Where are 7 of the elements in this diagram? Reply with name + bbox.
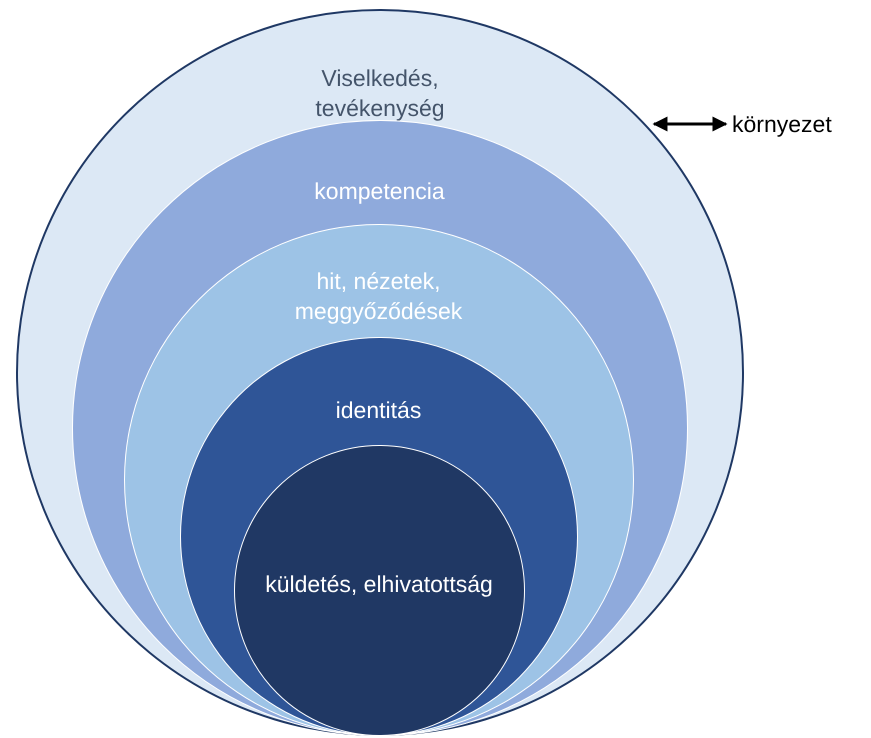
layer-label: hit, nézetek, meggyőződések [294,266,464,326]
layer-label: identitás [334,396,422,424]
layer-label: Viselkedés, tevékenység [314,64,446,123]
layer-label: kompetencia [313,176,446,206]
double-arrow [652,116,728,132]
environment-label: környezet [732,109,832,139]
layer-label: küldetés, elhivatottság [264,570,494,598]
